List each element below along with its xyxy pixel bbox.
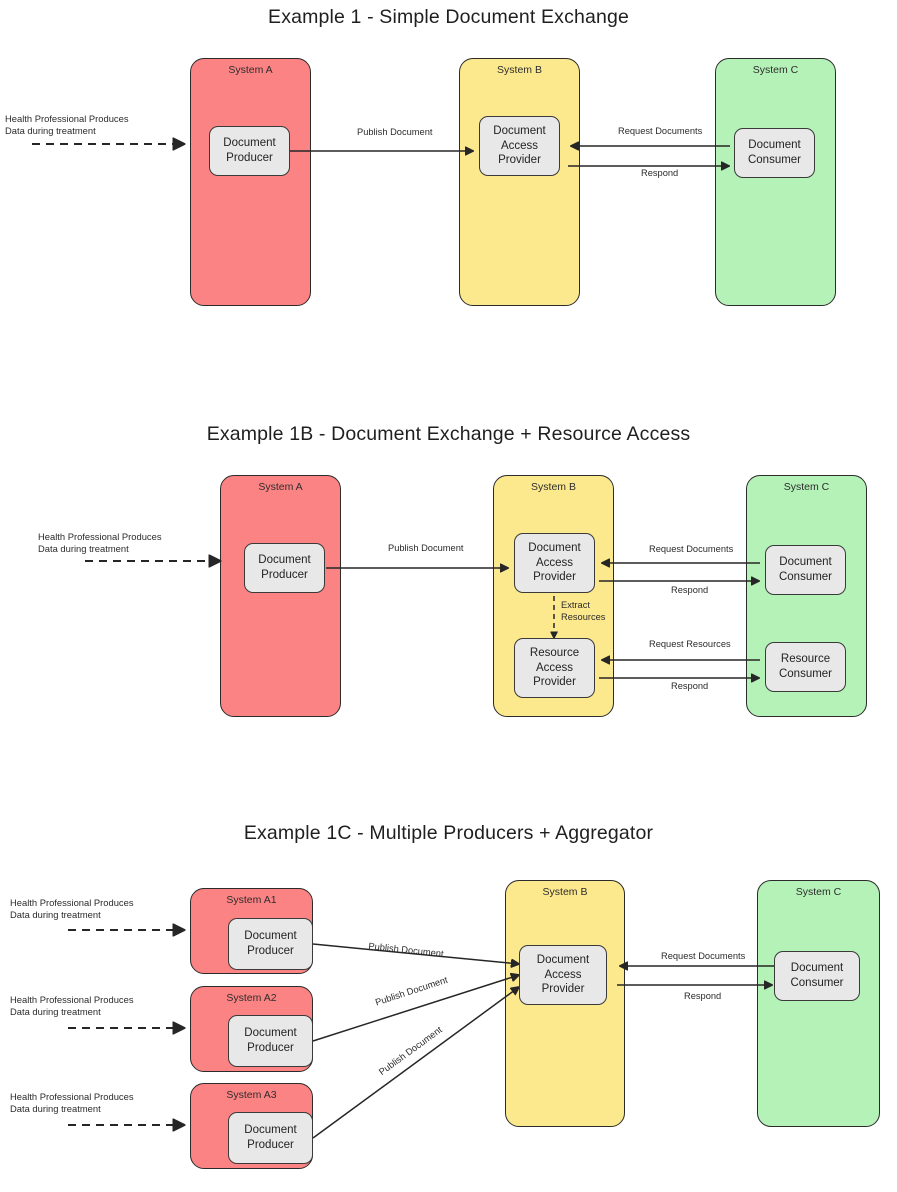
system-a-label-1b: System A — [258, 481, 303, 493]
system-b-label-1c: System B — [542, 886, 588, 898]
node-document-producer-1c-a2[interactable]: Document Producer — [228, 1015, 313, 1067]
system-a-container-1: System A — [190, 58, 311, 306]
health-professional-note-1c-3: Health Professional Produces Data during… — [10, 1091, 134, 1115]
label-publish-document-1c-a2: Publish Document — [374, 974, 449, 1008]
node-document-consumer-1c[interactable]: Document Consumer — [774, 951, 860, 1001]
label-respond-1c: Respond — [684, 991, 722, 1001]
label-extract-resources-1b: Extract Resources — [561, 600, 606, 622]
node-resource-consumer-1b[interactable]: Resource Consumer — [765, 642, 846, 692]
example1b-title: Example 1B - Document Exchange + Resourc… — [206, 423, 691, 445]
node-resource-access-provider-1b[interactable]: Resource Access Provider — [514, 638, 595, 698]
node-document-producer-1c-a1[interactable]: Document Producer — [228, 918, 313, 970]
node-document-consumer-1[interactable]: Document Consumer — [734, 128, 815, 178]
system-a-container-1b: System A — [220, 475, 341, 717]
health-professional-note-1c-1: Health Professional Produces Data during… — [10, 897, 134, 921]
label-publish-document-1c-a1: Publish Document — [367, 941, 445, 959]
example1-title: Example 1 - Simple Document Exchange — [268, 6, 629, 28]
label-publish-document-1: Publish Document — [357, 127, 433, 137]
label-publish-document-1c-a3: Publish Document — [377, 1024, 444, 1078]
health-professional-note-1c-2: Health Professional Produces Data during… — [10, 994, 134, 1018]
system-a1-label-1c: System A1 — [226, 894, 277, 906]
system-a3-label-1c: System A3 — [226, 1089, 277, 1101]
system-c-label-1: System C — [752, 64, 799, 76]
system-b-container-1: System B — [459, 58, 580, 306]
example1c-title: Example 1C - Multiple Producers + Aggreg… — [243, 822, 654, 844]
system-c-label-1b: System C — [783, 481, 830, 493]
node-document-access-provider-1c[interactable]: Document Access Provider — [519, 945, 607, 1005]
label-request-documents-1: Request Documents — [618, 126, 703, 136]
edge-publish-document-1c-a3 — [312, 987, 519, 1139]
health-professional-note-1b: Health Professional Produces Data during… — [38, 531, 162, 555]
node-document-access-provider-1[interactable]: Document Access Provider — [479, 116, 560, 176]
system-c-container-1c: System C — [757, 880, 880, 1127]
node-document-producer-1c-a3[interactable]: Document Producer — [228, 1112, 313, 1164]
label-publish-document-1b: Publish Document — [388, 543, 464, 553]
system-a-label-1: System A — [228, 64, 273, 76]
health-professional-note-1: Health Professional Produces Data during… — [5, 113, 129, 137]
node-document-producer-1b[interactable]: Document Producer — [244, 543, 325, 593]
system-b-label-1: System B — [497, 64, 542, 76]
system-c-label-1c: System C — [795, 886, 842, 898]
label-request-documents-1b: Request Documents — [649, 544, 734, 554]
label-request-resources-1b: Request Resources — [649, 639, 731, 649]
node-document-consumer-1b[interactable]: Document Consumer — [765, 545, 846, 595]
system-a2-label-1c: System A2 — [226, 992, 277, 1004]
label-request-documents-1c: Request Documents — [661, 951, 746, 961]
node-document-access-provider-1b[interactable]: Document Access Provider — [514, 533, 595, 593]
label-respond-1: Respond — [641, 168, 679, 178]
system-b-label-1b: System B — [531, 481, 576, 493]
label-respond-documents-1b: Respond — [671, 585, 709, 595]
system-c-container-1: System C — [715, 58, 836, 306]
node-document-producer-1[interactable]: Document Producer — [209, 126, 290, 176]
label-respond-resources-1b: Respond — [671, 681, 709, 691]
